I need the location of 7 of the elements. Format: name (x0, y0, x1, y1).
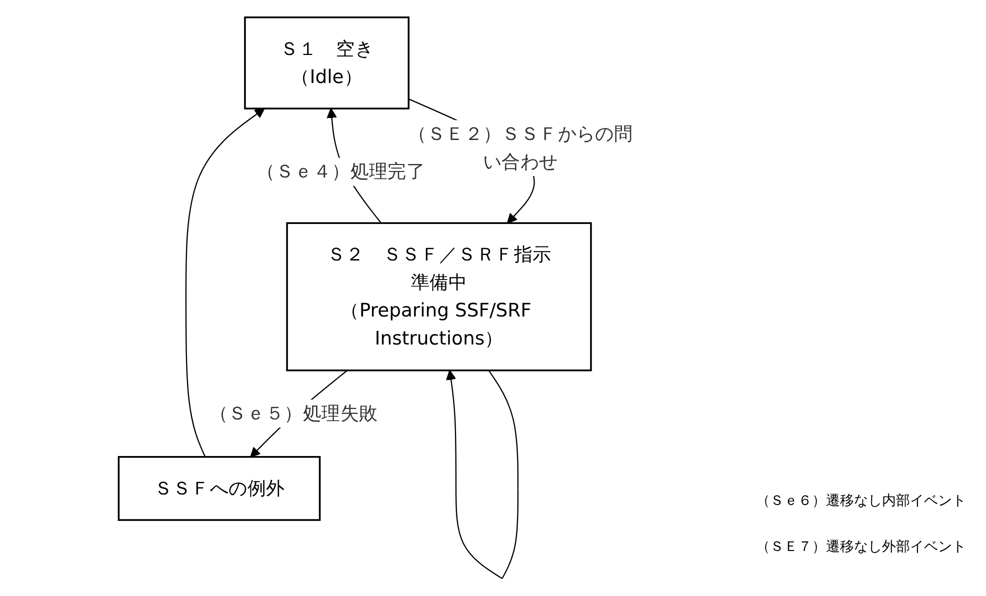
node-box: Ｓ２ ＳＳＦ／ＳＲＦ指示準備中 （Preparing SSF/SRF Instructions） (286, 222, 592, 372)
edge-label: （Ｓｅ５）処理失敗 (209, 402, 378, 424)
event-note: （Ｓｅ６）遷移なし内部イベント (756, 492, 967, 510)
arrow (185, 108, 265, 458)
event-note: （ＳＥ７）遷移なし外部イベント (756, 538, 967, 556)
node-box: ＳＳＦへの例外 (118, 456, 321, 521)
node-box: Ｓ１ 空き （Idle） (244, 16, 410, 110)
